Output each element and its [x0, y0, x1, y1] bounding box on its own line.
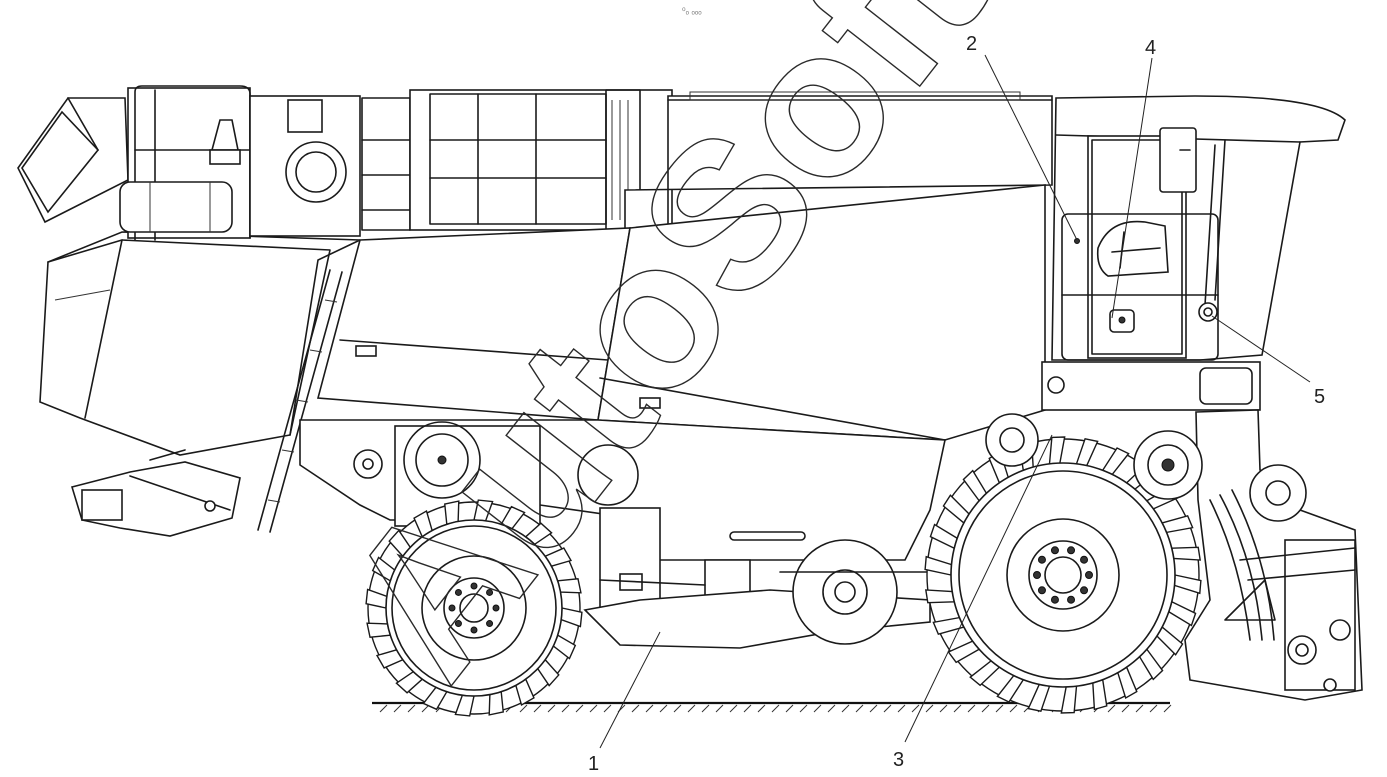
ground-hatch	[519, 704, 528, 713]
callout-5: 5	[1211, 315, 1325, 408]
tire-lug	[924, 589, 956, 604]
ground-hatch	[407, 704, 416, 713]
callout-label-4: 4	[1145, 37, 1156, 59]
ground-hatch	[757, 704, 766, 713]
wheel-bolt	[492, 604, 500, 612]
ground-hatch	[841, 704, 850, 713]
ground-hatch	[1121, 704, 1130, 713]
rear-steer-wheel	[365, 499, 583, 717]
ground-hatch	[393, 704, 402, 713]
ground-hatch	[603, 704, 612, 713]
ground-hatch	[1149, 704, 1158, 713]
rear-hood	[39, 231, 361, 456]
ground-hatch	[925, 704, 934, 713]
callout-3: 3	[893, 434, 1053, 771]
ground-hatch	[799, 704, 808, 713]
unloading-spout	[17, 97, 129, 224]
callout-2: 2	[966, 33, 1078, 241]
rear-spreader	[70, 449, 241, 537]
callout-label-2: 2	[966, 33, 977, 55]
callout-4: 4	[1111, 37, 1156, 319]
operator-cab	[1051, 95, 1346, 361]
ground-hatch	[785, 704, 794, 713]
wheel-bolt	[1037, 555, 1046, 564]
ground-hatch	[631, 704, 640, 713]
ground-hatch	[575, 704, 584, 713]
callout-label-1: 1	[588, 753, 599, 775]
feeder-house	[1184, 409, 1363, 701]
ground-hatch	[561, 704, 570, 713]
ground-hatch	[869, 704, 878, 713]
engine-platform	[119, 85, 251, 241]
cab-handrail	[1061, 213, 1219, 361]
ground-hatch	[911, 704, 920, 713]
wheel-bolt	[1050, 546, 1059, 555]
wheel-bolt	[486, 620, 494, 628]
callout-label-5: 5	[1314, 386, 1325, 408]
ground-hatch	[379, 704, 388, 713]
tire-lug	[1170, 546, 1202, 561]
callout-label-3: 3	[893, 749, 904, 771]
lower-frame	[583, 539, 931, 649]
wheel-bolt	[470, 582, 478, 590]
wheel-bolt	[470, 626, 478, 634]
wheel-bolt	[454, 588, 462, 596]
cab-platform	[1041, 302, 1261, 411]
wheel-bolt	[1067, 546, 1076, 555]
ground-hatch	[645, 704, 654, 713]
ground-hatch	[547, 704, 556, 713]
wheel-bolt	[1080, 586, 1089, 595]
ground-hatch	[827, 704, 836, 713]
wheel-bolt	[1085, 571, 1093, 579]
ground-hatch	[701, 704, 710, 713]
front-pulley	[985, 413, 1203, 500]
ground-hatch	[589, 704, 598, 713]
callout-1: 1	[588, 631, 661, 775]
ground-hatch	[1009, 704, 1018, 713]
rear-ladder	[257, 269, 343, 533]
ground-hatch	[659, 704, 668, 713]
ground-hatch	[771, 704, 780, 713]
ground-hatch	[533, 704, 542, 713]
wheel-bolt	[1080, 555, 1089, 564]
ground-hatch	[687, 704, 696, 713]
ground-hatch	[855, 704, 864, 713]
wheel-bolt	[1033, 571, 1041, 579]
header-mark: ⁰ₒ ₒₒₒ	[682, 6, 702, 16]
ground-hatch	[995, 704, 1004, 713]
wheel-bolt	[486, 588, 494, 596]
front-drive-wheel	[924, 436, 1202, 714]
ground-hatch	[883, 704, 892, 713]
ground-hatch	[1107, 704, 1116, 713]
ground-hatch	[673, 704, 682, 713]
ground-hatch	[1163, 704, 1172, 713]
wheel-bolt	[448, 604, 456, 612]
ground-hatch	[939, 704, 948, 713]
ground-hatch	[953, 704, 962, 713]
ground-hatch	[981, 704, 990, 713]
air-filter	[249, 95, 361, 237]
ground-hatch	[897, 704, 906, 713]
ground-hatch	[967, 704, 976, 713]
ground-hatch	[729, 704, 738, 713]
wheel-bolt	[1050, 595, 1059, 604]
ground-hatch	[715, 704, 724, 713]
wheel-bolt	[1037, 586, 1046, 595]
ground-hatch	[743, 704, 752, 713]
wheel-bolt	[454, 620, 462, 628]
ground-hatch	[1135, 704, 1144, 713]
ground-hatch	[813, 704, 822, 713]
wheel-bolt	[1067, 595, 1076, 604]
